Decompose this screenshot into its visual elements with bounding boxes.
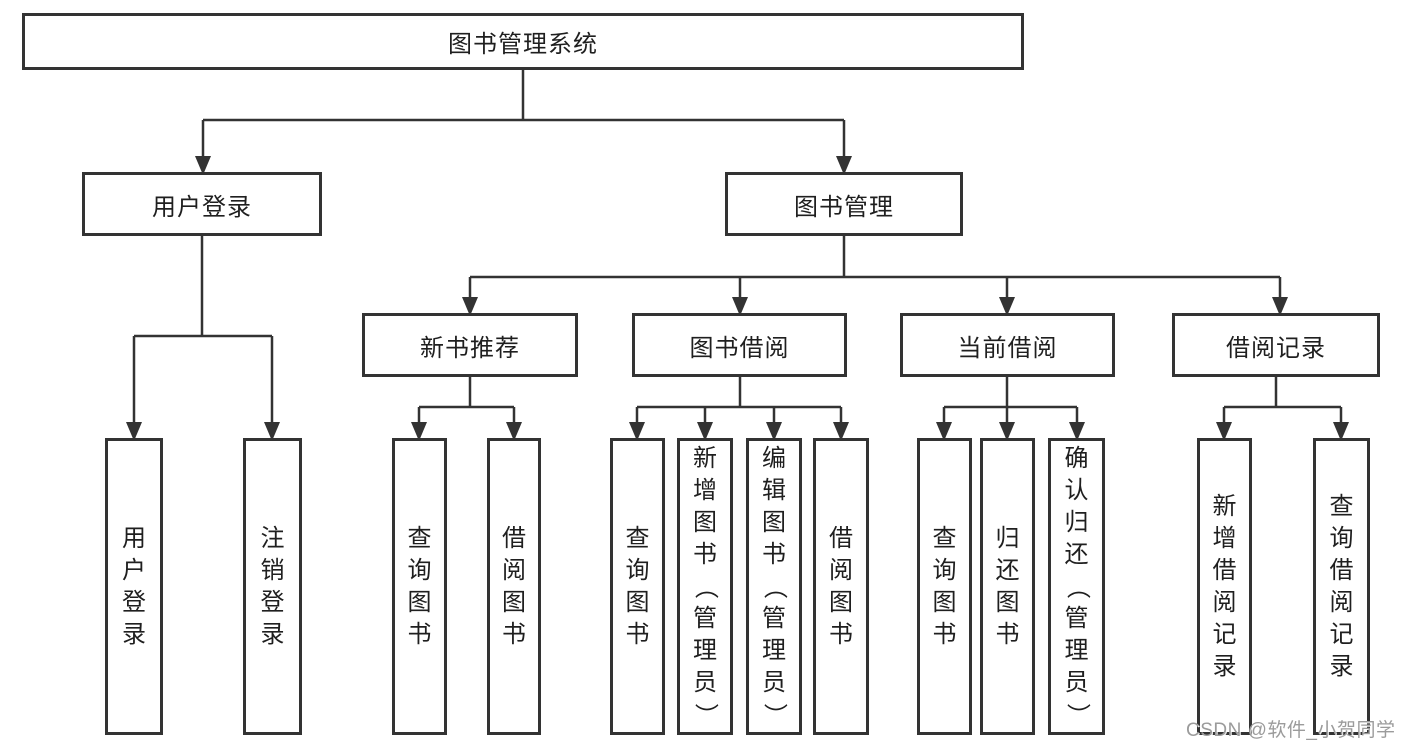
node-library-management-system: 图书管理系统	[22, 13, 1024, 70]
node-book-borrowing: 图书借阅	[632, 313, 847, 377]
leaf-edit-book-admin: 编辑图书（管理员）	[746, 438, 802, 735]
node-new-book-recommend: 新书推荐	[362, 313, 578, 377]
leaf-query-books-current: 查询图书	[917, 438, 972, 735]
leaf-add-borrow-record: 新增借阅记录	[1197, 438, 1252, 735]
leaf-logout: 注销登录	[243, 438, 302, 735]
node-user-login: 用户登录	[82, 172, 322, 236]
leaf-query-books-recommend: 查询图书	[392, 438, 447, 735]
csdn-watermark: CSDN @软件_小贺同学	[1186, 720, 1396, 741]
leaf-query-books-borrowing: 查询图书	[610, 438, 665, 735]
node-current-borrowing: 当前借阅	[900, 313, 1115, 377]
node-borrow-records: 借阅记录	[1172, 313, 1380, 377]
node-book-management: 图书管理	[725, 172, 963, 236]
leaf-return-books: 归还图书	[980, 438, 1035, 735]
leaf-add-book-admin: 新增图书（管理员）	[677, 438, 733, 735]
leaf-user-login: 用户登录	[105, 438, 163, 735]
leaf-borrow-books: 借阅图书	[813, 438, 869, 735]
leaf-query-borrow-record: 查询借阅记录	[1313, 438, 1370, 735]
leaf-borrow-books-recommend: 借阅图书	[487, 438, 541, 735]
leaf-confirm-return-admin: 确认归还（管理员）	[1048, 438, 1105, 735]
